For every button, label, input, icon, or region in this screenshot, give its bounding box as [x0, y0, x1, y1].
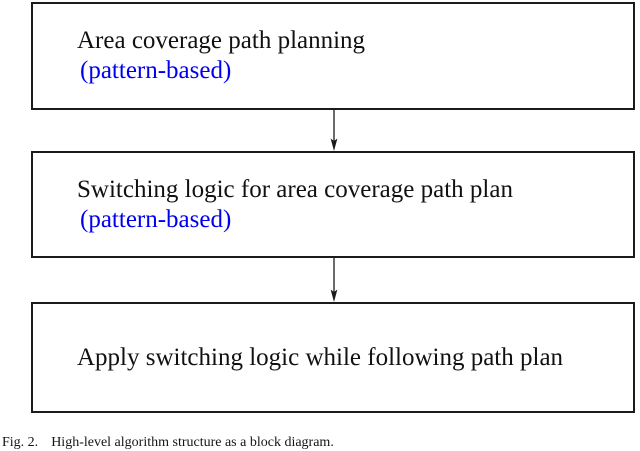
box-annotation-pattern-based: (pattern-based) — [80, 205, 232, 233]
figure-caption: Fig. 2. High-level algorithm structure as… — [2, 435, 334, 451]
down-arrow-icon — [330, 110, 338, 151]
flow-box-switching-logic: Switching logic for area coverage path p… — [31, 151, 635, 258]
flow-box-area-coverage-planning: Area coverage path planning (pattern-bas… — [31, 2, 635, 110]
down-arrow-icon — [330, 258, 338, 302]
caption-text: High-level algorithm structure as a bloc… — [51, 435, 334, 450]
box-annotation-pattern-based: (pattern-based) — [80, 57, 232, 84]
caption-label: Fig. 2. — [2, 435, 39, 450]
flow-box-apply-switching-logic: Apply switching logic while following pa… — [31, 302, 635, 413]
box-title: Area coverage path planning — [77, 27, 366, 54]
box-title: Apply switching logic while following pa… — [77, 343, 564, 371]
box-title: Switching logic for area coverage path p… — [77, 175, 513, 203]
